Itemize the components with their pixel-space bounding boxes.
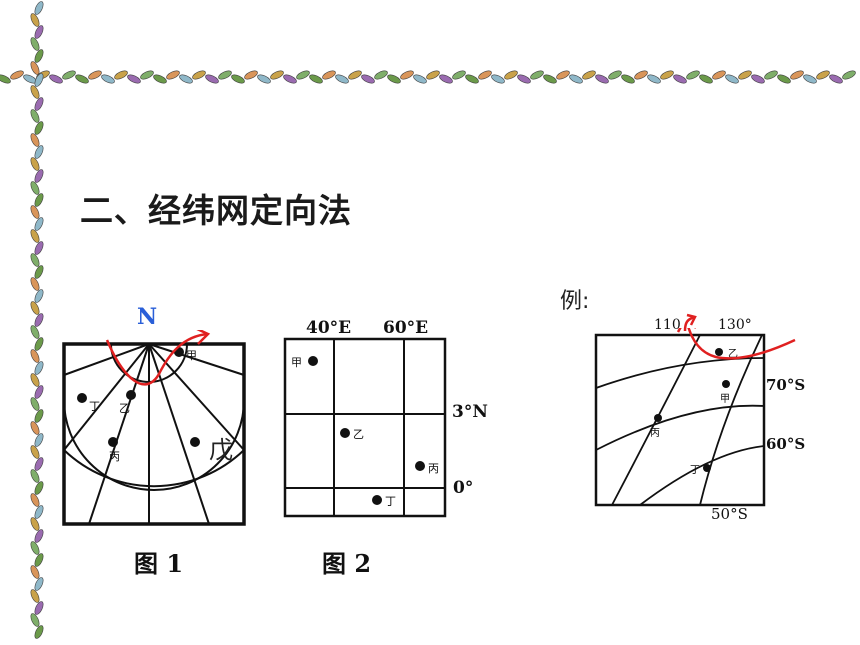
label-ding: 丁 [690, 465, 700, 476]
point-ding [703, 464, 711, 472]
label-ding: 丁 [89, 400, 100, 413]
figure-1-caption: 图 1 [134, 549, 184, 578]
label-bing: 丙 [650, 428, 660, 439]
point-bing [654, 414, 662, 422]
figure-2-map: 甲 乙 丙 丁 [283, 337, 447, 518]
fig2-label-40e: 40°E [306, 318, 352, 338]
point-bing [415, 461, 425, 471]
point-yi [340, 428, 350, 438]
fig2-label-0: 0° [453, 478, 474, 498]
example-label-70s: 70°S [766, 376, 806, 394]
arrow-head-overflow [683, 313, 697, 332]
point-ding [77, 393, 87, 403]
annotation-arrow-curve [105, 332, 209, 386]
example-label-130: 130° [718, 317, 752, 333]
point-ding [372, 495, 382, 505]
figure-2-caption: 图 2 [322, 549, 372, 578]
point-wu [190, 437, 200, 447]
point-yi [126, 390, 136, 400]
label-bing: 丙 [428, 462, 439, 475]
point-jia [308, 356, 318, 366]
fig2-label-3n: 3°N [452, 402, 488, 422]
example-label-60s: 60°S [766, 435, 806, 453]
label-yi: 乙 [353, 428, 364, 441]
example-map: 乙 甲 丙 丁 [594, 328, 796, 507]
fig2-label-60e: 60°E [383, 318, 429, 338]
example-label: 例: [560, 289, 590, 314]
figure-1-points [77, 347, 200, 447]
example-label-50s: 50°S [711, 505, 748, 523]
slide-title: 二、经纬网定向法 [80, 191, 352, 230]
annotation-arrow-curve [687, 328, 796, 360]
north-label: N [137, 304, 158, 330]
point-bing [108, 437, 118, 447]
figure-1-map: 甲 乙 丁 丙 戊 [62, 330, 246, 526]
label-bing: 丙 [109, 450, 120, 463]
example-label-110: 110 [654, 317, 681, 333]
annotation-arrow-head [196, 330, 211, 345]
point-jia [722, 380, 730, 388]
label-wu: 戊 [209, 436, 233, 464]
point-yi [715, 348, 723, 356]
label-jia: 甲 [186, 349, 197, 362]
label-ding: 丁 [385, 495, 396, 508]
label-jia: 甲 [720, 394, 730, 405]
label-yi: 乙 [728, 348, 738, 360]
label-yi: 乙 [119, 402, 130, 415]
label-jia: 甲 [291, 356, 302, 369]
